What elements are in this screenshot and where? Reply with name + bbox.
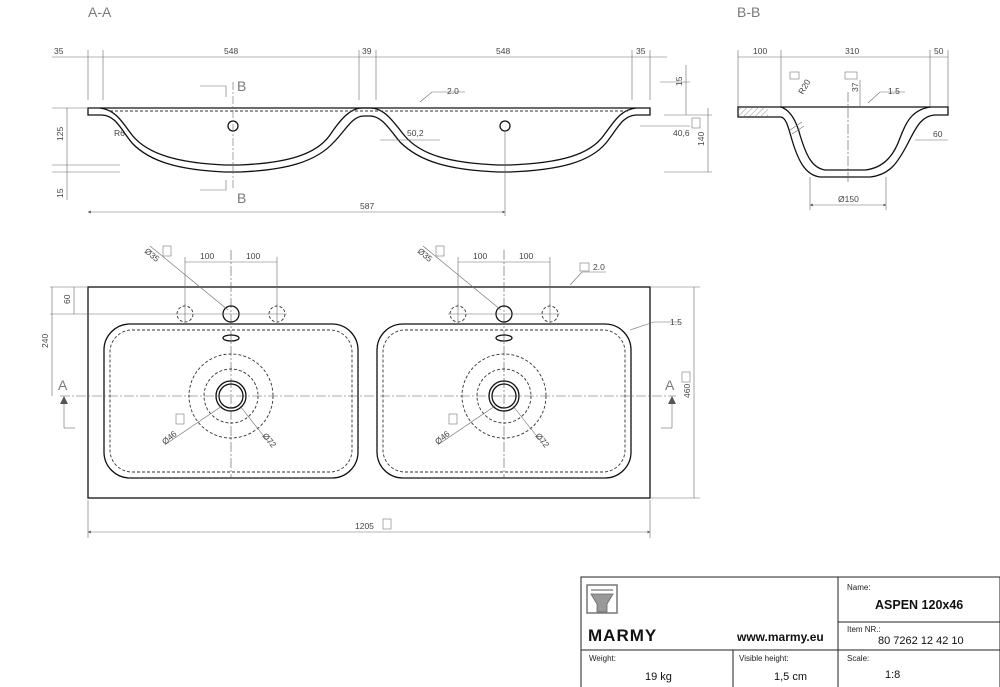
bb-dim-dia150: Ø150 xyxy=(838,194,859,204)
aa-dim-40-6: 40,6 xyxy=(673,128,690,138)
aa-dim-125: 125 xyxy=(55,127,65,141)
aa-dim-flat-2: 2.0 xyxy=(447,86,459,96)
aa-section-b-mark-top: B xyxy=(237,78,246,94)
aa-dim-587: 587 xyxy=(360,201,374,211)
plan-dim-60: 60 xyxy=(62,294,72,304)
bb-dim-60: 60 xyxy=(933,129,943,139)
plan-outline xyxy=(87,286,651,499)
plan-dim-100-c: 100 xyxy=(473,251,487,261)
plan-dim-dia46-left: Ø46 xyxy=(160,428,179,446)
aa-dim-548-left: 548 xyxy=(224,46,238,56)
bb-dim-100: 100 xyxy=(753,46,767,56)
aa-section-b-mark-bottom: B xyxy=(237,190,246,206)
weight-label: Weight: xyxy=(589,654,616,663)
aa-section-b-top-arrow xyxy=(200,85,227,97)
plan-dim-flat-2: 2.0 xyxy=(593,262,605,272)
visible-height-label: Visible height: xyxy=(739,654,789,663)
plan-dim-dia72-right: Ø72 xyxy=(533,431,551,450)
aa-dim-548-right: 548 xyxy=(496,46,510,56)
section-aa-view: A-A 35 548 39 548 35 B B 15 14 xyxy=(52,4,712,216)
aa-tap-hole-right xyxy=(499,120,511,132)
bb-dim-flat-1-5: 1.5 xyxy=(888,86,900,96)
bb-dim-37: 37 xyxy=(850,82,860,92)
plan-dim-flat-1-5: 1.5 xyxy=(670,317,682,327)
bb-basin-profile xyxy=(737,106,949,178)
aa-basin-profile xyxy=(87,107,651,173)
plan-dim-hole-right: Ø35 xyxy=(416,246,435,264)
aa-dim-140: 140 xyxy=(696,132,706,146)
plan-dim-1205: 1205 xyxy=(355,521,374,531)
plan-dim-100-a: 100 xyxy=(200,251,214,261)
visible-height-value: 1,5 cm xyxy=(774,671,807,683)
plan-basin-left-inner xyxy=(109,329,353,473)
plan-dim-100-d: 100 xyxy=(519,251,533,261)
section-bb-title: B-B xyxy=(737,4,760,20)
plan-drain-right xyxy=(488,380,520,412)
weight-value: 19 kg xyxy=(645,671,672,683)
plan-basin-right-inner xyxy=(382,329,626,473)
plan-drain-left xyxy=(215,380,247,412)
plan-dim-100-b: 100 xyxy=(246,251,260,261)
scale-value: 1:8 xyxy=(885,669,900,681)
aa-dim-35-left: 35 xyxy=(54,46,64,56)
plan-dim-460: 460 xyxy=(682,384,692,398)
plan-view: 100 100 100 100 Ø35 Ø35 2.0 60 240 460 1… xyxy=(40,245,700,538)
plan-section-a-right: A xyxy=(665,377,675,393)
name-value: ASPEN 120x46 xyxy=(875,598,963,612)
name-label: Name: xyxy=(847,583,871,592)
bb-dim-r20: R20 xyxy=(796,77,813,96)
website-link[interactable]: www.marmy.eu xyxy=(736,630,824,644)
plan-dim-dia72-left: Ø72 xyxy=(260,431,278,450)
bb-dim-50: 50 xyxy=(934,46,944,56)
aa-dim-50-2: 50,2 xyxy=(407,128,424,138)
plan-dim-dia46-right: Ø46 xyxy=(433,428,452,446)
brand-name: MARMY xyxy=(588,626,657,645)
aa-dim-15-right: 15 xyxy=(674,76,684,86)
aa-dim-15-left: 15 xyxy=(55,188,65,198)
title-block: MARMY www.marmy.eu Name: ASPEN 120x46 It… xyxy=(580,576,1000,687)
item-label: Item NR.: xyxy=(847,625,881,634)
bb-dim-310: 310 xyxy=(845,46,859,56)
plan-section-a-left: A xyxy=(58,377,68,393)
bb-basin-inner xyxy=(780,106,931,171)
brand-logo xyxy=(586,584,618,614)
aa-dim-35-right: 35 xyxy=(636,46,646,56)
plan-dim-hole-left: Ø35 xyxy=(143,246,162,264)
section-bb-view: B-B 100 310 50 37 R20 1.5 60 Ø150 xyxy=(737,4,949,210)
section-aa-title: A-A xyxy=(88,4,112,20)
aa-basin-inner xyxy=(99,107,637,166)
aa-dim-r6: R6 xyxy=(114,128,125,138)
aa-dim-39: 39 xyxy=(362,46,372,56)
scale-label: Scale: xyxy=(847,654,869,663)
plan-dim-240: 240 xyxy=(40,334,50,348)
item-value: 80 7262 12 42 10 xyxy=(878,635,964,647)
